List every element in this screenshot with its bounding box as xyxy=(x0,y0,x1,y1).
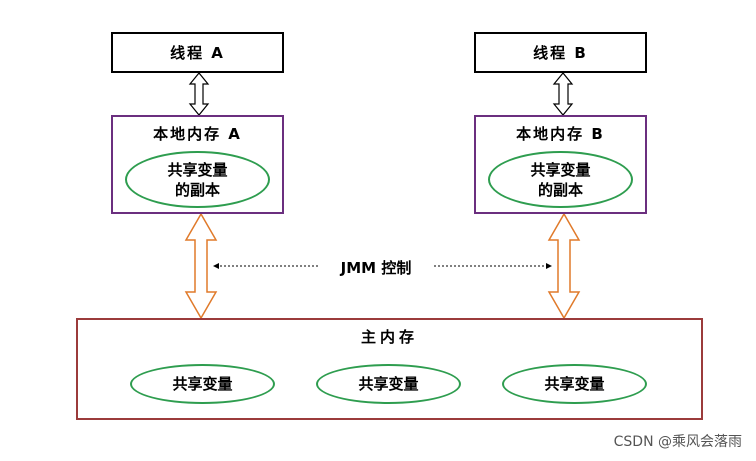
main-memory-title: 主内存 xyxy=(360,328,418,346)
main-shared-var-ellipse: 共享变量 xyxy=(502,364,647,404)
local-memory-a-title: 本地内存 A xyxy=(153,125,242,143)
local-memory-b-box: 本地内存 B 共享变量 的副本 xyxy=(474,115,647,214)
main-shared-var-ellipse: 共享变量 xyxy=(316,364,461,404)
main-shared-var-label: 共享变量 xyxy=(358,375,419,393)
main-memory-box: 主内存 共享变量 共享变量 共享变量 xyxy=(76,318,703,420)
jmm-dotted-arrowheads xyxy=(213,263,552,269)
main-shared-var-ellipse: 共享变量 xyxy=(130,364,275,404)
local-b-main-arrow xyxy=(547,212,581,320)
thread-a-link-arrow xyxy=(188,72,210,116)
local-a-main-arrow xyxy=(184,212,218,320)
watermark-text: CSDN @乘风会落雨 xyxy=(613,434,742,450)
thread-a-box: 线程 A xyxy=(111,32,284,73)
thread-b-label: 线程 B xyxy=(533,44,588,62)
local-memory-b-title: 本地内存 B xyxy=(516,125,605,143)
local-memory-b-copy-ellipse: 共享变量 的副本 xyxy=(488,151,633,208)
thread-b-link-arrow xyxy=(552,72,574,116)
main-shared-var-label: 共享变量 xyxy=(544,375,605,393)
local-memory-a-copy-label: 共享变量 的副本 xyxy=(167,160,228,199)
main-shared-var-label: 共享变量 xyxy=(172,375,233,393)
jmm-control-label: JMM 控制 xyxy=(318,256,434,280)
local-memory-a-box: 本地内存 A 共享变量 的副本 xyxy=(111,115,284,214)
local-memory-a-copy-ellipse: 共享变量 的副本 xyxy=(125,151,270,208)
thread-b-box: 线程 B xyxy=(474,32,647,73)
local-memory-b-copy-label: 共享变量 的副本 xyxy=(530,160,591,199)
thread-a-label: 线程 A xyxy=(170,44,225,62)
